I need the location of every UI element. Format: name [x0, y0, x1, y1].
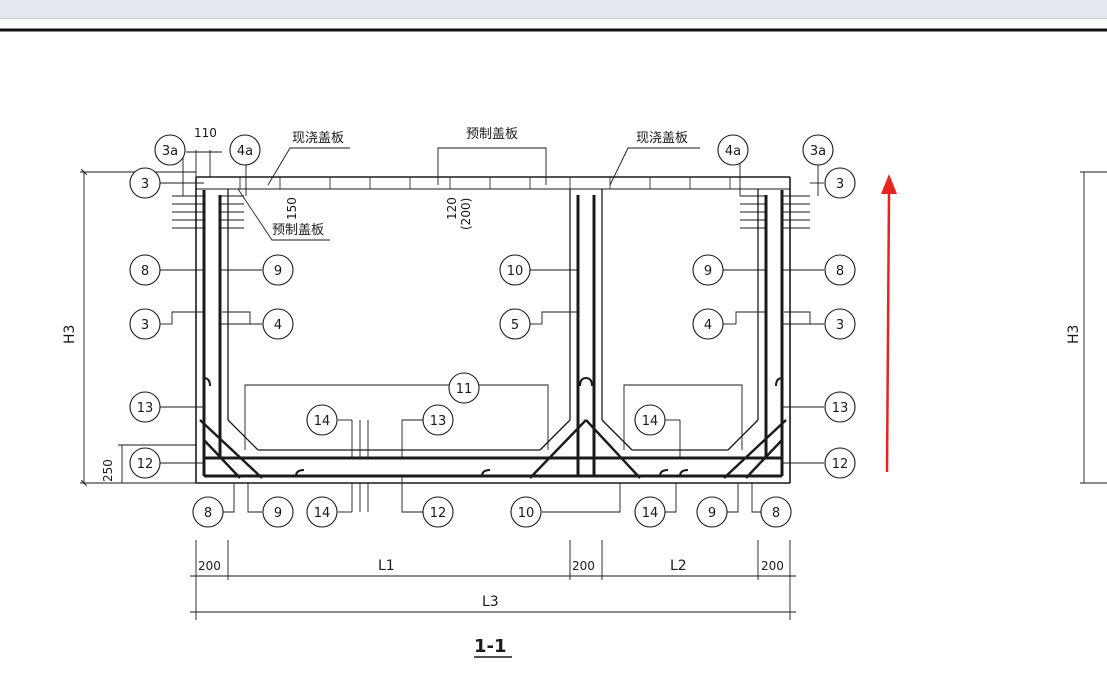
callout-number: 10 [518, 506, 535, 521]
callout-5: 5 [499, 308, 531, 340]
callout-3a: 3a [154, 134, 186, 166]
callout-8: 8 [192, 496, 224, 528]
label-precast-slab-left: 预制盖板 [272, 223, 324, 238]
callout-4: 4 [262, 308, 294, 340]
callout-13: 13 [422, 404, 454, 436]
callout-number: 13 [832, 401, 849, 416]
dim-l3: L3 [482, 594, 499, 610]
callout-number: 14 [642, 414, 659, 429]
callout-3: 3 [129, 308, 161, 340]
callout-14: 14 [306, 496, 338, 528]
dim-l1: L1 [378, 558, 395, 574]
callout-4: 4 [692, 308, 724, 340]
callout-number: 13 [430, 414, 447, 429]
callout-14: 14 [634, 496, 666, 528]
callout-number: 4 [704, 318, 712, 333]
callout-9: 9 [692, 254, 724, 286]
callout-number: 12 [832, 457, 849, 472]
callout-number: 5 [511, 318, 519, 333]
callout-number: 8 [772, 506, 780, 521]
callout-number: 4 [274, 318, 282, 333]
callout-9: 9 [262, 496, 294, 528]
dimension-lines [80, 150, 1107, 620]
section-title: 1-1 [474, 636, 507, 657]
viewer-toolbar [0, 0, 1107, 19]
callout-number: 3a [162, 144, 178, 159]
callout-3: 3 [129, 167, 161, 199]
callout-3a: 3a [802, 134, 834, 166]
callout-4a: 4a [229, 134, 261, 166]
callout-number: 14 [314, 506, 331, 521]
label-cast-slab-left: 现浇盖板 [292, 131, 344, 146]
label-cast-slab-right: 现浇盖板 [636, 131, 688, 146]
callout-number: 3 [141, 177, 149, 192]
callout-11: 11 [448, 372, 480, 404]
callout-3: 3 [824, 308, 856, 340]
callout-number: 8 [204, 506, 212, 521]
callout-number: 3 [836, 177, 844, 192]
dim-250: 250 [101, 459, 115, 482]
callout-10: 10 [499, 254, 531, 286]
section-structure [172, 176, 810, 484]
callout-10: 10 [510, 496, 542, 528]
callout-number: 11 [456, 382, 473, 397]
dim-110: 110 [194, 126, 217, 140]
callout-13: 13 [129, 391, 161, 423]
callout-13: 13 [824, 391, 856, 423]
callout-number: 9 [274, 506, 282, 521]
callout-3: 3 [824, 167, 856, 199]
callout-12: 12 [824, 447, 856, 479]
callout-number: 12 [137, 457, 154, 472]
callout-8: 8 [760, 496, 792, 528]
callout-14: 14 [306, 404, 338, 436]
dim-h3-right: H3 [1066, 325, 1082, 344]
callout-9: 9 [696, 496, 728, 528]
dim-200-left: 200 [198, 559, 221, 573]
callout-14: 14 [634, 404, 666, 436]
callout-number: 4a [237, 144, 253, 159]
callout-number: 14 [642, 506, 659, 521]
label-precast-slab-top: 预制盖板 [466, 127, 518, 142]
callout-number: 8 [141, 264, 149, 279]
callout-number: 3 [141, 318, 149, 333]
callout-number: 13 [137, 401, 154, 416]
callout-number: 3 [836, 318, 844, 333]
callout-12: 12 [129, 447, 161, 479]
dim-200-paren: (200) [459, 198, 473, 230]
callout-number: 12 [430, 506, 447, 521]
callout-number: 9 [708, 506, 716, 521]
callout-8: 8 [824, 254, 856, 286]
annotation-arrow [881, 174, 897, 473]
callout-4a: 4a [717, 134, 749, 166]
callout-number: 14 [314, 414, 331, 429]
callout-number: 9 [274, 264, 282, 279]
callout-number: 8 [836, 264, 844, 279]
dim-120: 120 [445, 197, 459, 220]
dim-h3-left: H3 [62, 325, 78, 344]
callout-9: 9 [262, 254, 294, 286]
callout-number: 9 [704, 264, 712, 279]
callout-8: 8 [129, 254, 161, 286]
dim-150: 150 [285, 197, 299, 220]
callout-number: 3a [810, 144, 826, 159]
dim-200-right: 200 [761, 559, 784, 573]
callout-number: 10 [507, 264, 524, 279]
callout-12: 12 [422, 496, 454, 528]
dim-l2: L2 [670, 558, 687, 574]
callout-number: 4a [725, 144, 741, 159]
dim-200-mid: 200 [572, 559, 595, 573]
